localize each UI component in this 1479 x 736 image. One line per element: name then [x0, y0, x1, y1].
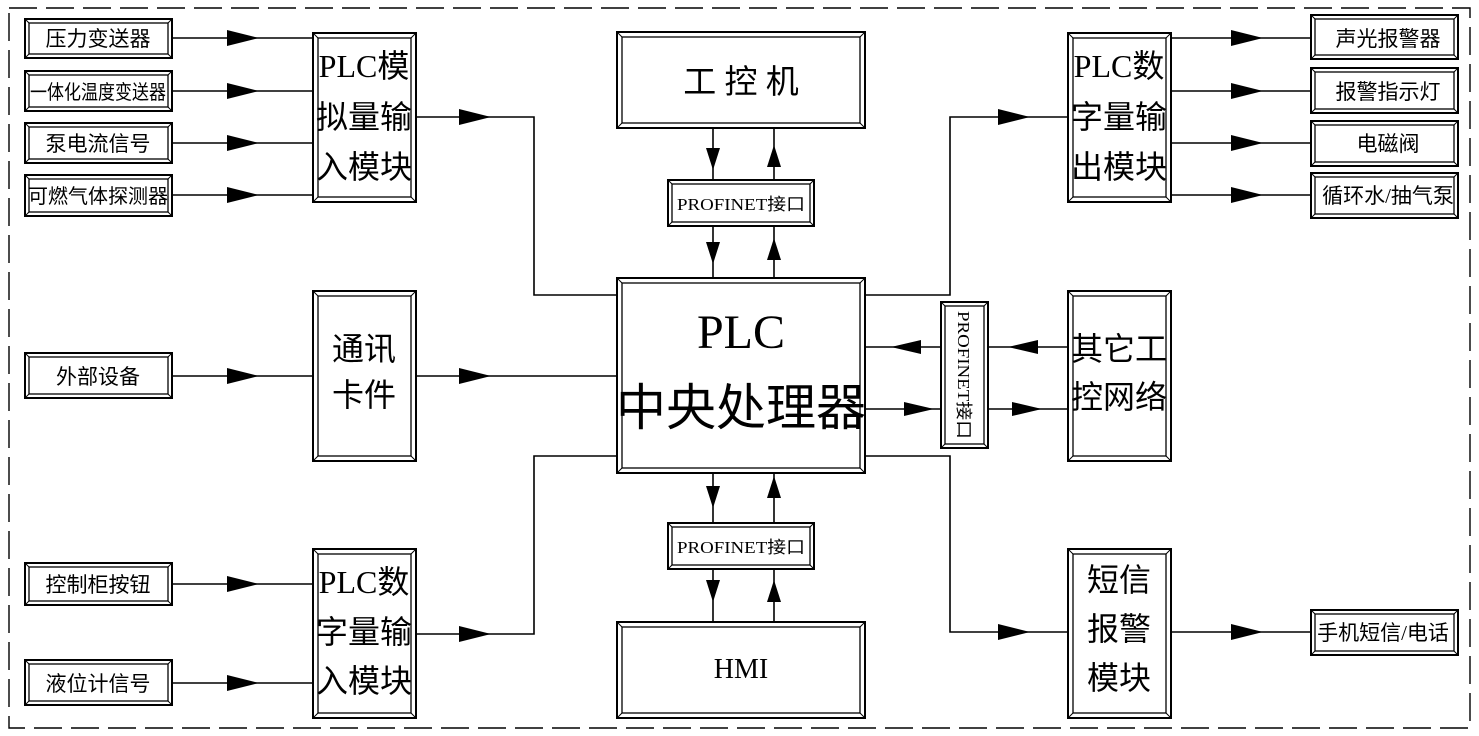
- do-module-line-2: 字量输: [1071, 99, 1167, 135]
- ai-module-line-1: PLC模: [319, 48, 410, 84]
- label-phone-sms-call: 手机短信/电话: [1317, 621, 1449, 645]
- label-external-equipment: 外部设备: [56, 365, 140, 389]
- box-other-network: [1067, 290, 1172, 462]
- box-ai-module: [312, 32, 417, 203]
- di-module-line-1: PLC数: [319, 564, 410, 600]
- box-profinet-top: [667, 179, 815, 227]
- box-ipc: [616, 31, 866, 129]
- box-profinet-bottom: [667, 522, 815, 570]
- profinet-label-right: PROFINET接口: [954, 311, 973, 439]
- sms-module-line-1: 短信: [1087, 562, 1151, 598]
- box-control-cabinet-button: [24, 562, 173, 606]
- box-pump-current-signal: [24, 122, 173, 164]
- label-alarm-indicator-light: 报警指示灯: [1336, 80, 1441, 104]
- do-module-line-1: PLC数: [1074, 48, 1165, 84]
- hmi-label: HMI: [714, 654, 768, 685]
- box-circulating-water-pump: [1310, 172, 1459, 219]
- label-solenoid-valve: 电磁阀: [1357, 132, 1420, 156]
- label-pressure-transmitter: 压力变送器: [46, 27, 151, 51]
- cpu-label-line-2: 中央处理器: [616, 380, 866, 436]
- profinet-label-bottom: PROFINET接口: [677, 538, 805, 557]
- ai-module-line-3: 入模块: [316, 149, 412, 185]
- label-gas-detector: 可燃气体探测器: [28, 185, 168, 208]
- other-network-line-1: 其它工: [1071, 331, 1167, 367]
- ipc-label: 工 控 机: [683, 64, 799, 101]
- sms-module-line-2: 报警: [1087, 611, 1151, 647]
- arrowheads: [227, 30, 1263, 691]
- labels: 压力变送器 一体化温度变送器 泵电流信号 可燃气体探测器 外部设备 控制柜按钮 …: [28, 27, 1454, 699]
- box-temperature-transmitter: [24, 70, 173, 112]
- box-level-gauge-signal: [24, 659, 173, 706]
- other-network-line-2: 控网络: [1071, 379, 1167, 415]
- box-do-module: [1067, 32, 1172, 203]
- box-comm-module: [312, 290, 417, 462]
- label-pump-current-signal: 泵电流信号: [46, 132, 151, 156]
- di-module-line-2: 字量输: [316, 614, 412, 650]
- box-audible-visual-alarm: [1310, 14, 1459, 60]
- sms-module-line-3: 模块: [1087, 660, 1151, 696]
- profinet-label-top: PROFINET接口: [677, 195, 805, 214]
- label-audible-visual-alarm: 声光报警器: [1336, 27, 1441, 51]
- label-temperature-transmitter: 一体化温度变送器: [30, 81, 166, 104]
- box-solenoid-valve: [1310, 120, 1459, 167]
- label-control-cabinet-button: 控制柜按钮: [46, 573, 151, 597]
- box-alarm-indicator-light: [1310, 67, 1459, 114]
- cpu-label-line-1: PLC: [697, 306, 785, 359]
- label-circulating-water-pump: 循环水/抽气泵: [1322, 184, 1454, 208]
- di-module-line-3: 入模块: [316, 663, 412, 699]
- do-module-line-3: 出模块: [1071, 149, 1167, 185]
- box-sms-module: [1067, 548, 1172, 719]
- label-level-gauge-signal: 液位计信号: [46, 672, 151, 696]
- box-hmi: [616, 621, 866, 719]
- box-pressure-transmitter: [24, 18, 173, 59]
- box-cpu: [616, 277, 866, 474]
- box-external-equipment: [24, 352, 173, 399]
- ai-module-line-2: 拟量输: [316, 99, 412, 135]
- box-di-module: [312, 548, 417, 719]
- box-gas-detector: [24, 174, 173, 217]
- system-boundary-frame: [8, 7, 1471, 729]
- comm-module-line-1: 通讯: [332, 331, 396, 367]
- box-profinet-right: [940, 301, 989, 449]
- box-phone-sms-call: [1310, 609, 1459, 656]
- boxes: [24, 14, 1459, 719]
- comm-module-line-2: 卡件: [332, 377, 396, 413]
